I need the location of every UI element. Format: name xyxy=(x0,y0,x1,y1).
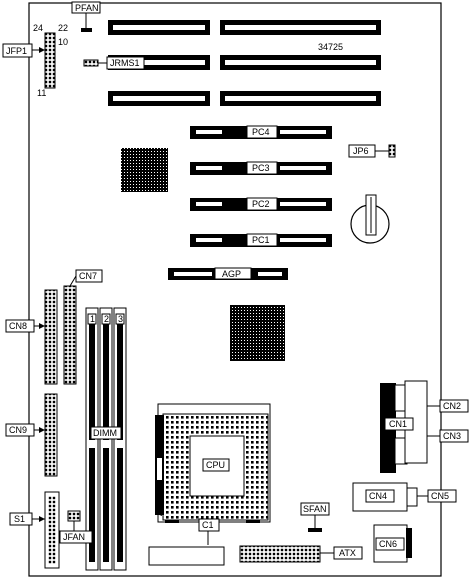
atx-connector xyxy=(239,545,321,563)
cn6-label: CN6 xyxy=(379,539,397,549)
pin-22-label: 22 xyxy=(58,23,68,33)
cn4-label: CN4 xyxy=(369,491,387,501)
cn8-label: CN8 xyxy=(9,321,27,331)
isa-slots xyxy=(108,20,381,106)
pc1-label: PC1 xyxy=(252,235,270,245)
s1-label: S1 xyxy=(14,514,25,524)
amp-label: AMP xyxy=(154,496,164,516)
pc3-label: PC3 xyxy=(252,163,270,173)
agp-label: AGP xyxy=(222,269,241,279)
pci-slots: PC4 PC3 PC2 PC1 xyxy=(190,125,332,247)
pfan-label: PFAN xyxy=(75,3,99,13)
chipset-south xyxy=(230,305,285,361)
sfan-connector xyxy=(308,528,322,532)
jfan-label: JFAN xyxy=(63,532,85,542)
pc4-label: PC4 xyxy=(252,127,270,137)
jp6-jumper xyxy=(388,144,396,158)
c1-label: C1 xyxy=(202,520,214,530)
board-id-text: 34725 xyxy=(318,42,343,52)
sfan-label: SFAN xyxy=(303,504,327,514)
dimm-slots: 1 2 3 DIMM xyxy=(85,307,127,571)
cpu-label: CPU xyxy=(206,460,225,470)
dimm-label: DIMM xyxy=(93,428,117,438)
jp6-label: JP6 xyxy=(353,146,369,156)
cn7-label: CN7 xyxy=(79,271,97,281)
dimm-slot-2-number: 2 xyxy=(104,314,109,324)
pfan-connector xyxy=(81,28,92,32)
cn1-label: CN1 xyxy=(389,419,407,429)
serial-parallel-ports: CN1 CN2 CN3 xyxy=(380,380,469,473)
cn8-header xyxy=(44,289,58,385)
cn9-header xyxy=(44,393,58,477)
atx-label: ATX xyxy=(339,548,356,558)
cn3-label: CN3 xyxy=(443,431,461,441)
dimm-slot-3-number: 3 xyxy=(118,314,123,324)
cn9-label: CN9 xyxy=(9,425,27,435)
pin-10-label: 10 xyxy=(58,37,68,47)
cpu-socket: CPU AMP xyxy=(154,403,271,523)
pin-11-label: 11 xyxy=(37,88,46,98)
jfp1-label: JFP1 xyxy=(6,46,27,56)
cn7-header xyxy=(63,285,77,385)
pc2-label: PC2 xyxy=(252,199,270,209)
c1-connector xyxy=(148,546,225,566)
jfan-connector xyxy=(67,510,81,522)
pin-24-label: 24 xyxy=(33,23,43,33)
dimm-slot-1-number: 1 xyxy=(90,314,95,324)
chipset-north xyxy=(121,148,168,192)
cn2-label: CN2 xyxy=(443,401,461,411)
jrms1-connector xyxy=(83,59,99,67)
jrms1-label: JRMS1 xyxy=(110,58,140,68)
jfp1-header xyxy=(44,32,56,89)
cn5-label: CN5 xyxy=(431,491,449,501)
